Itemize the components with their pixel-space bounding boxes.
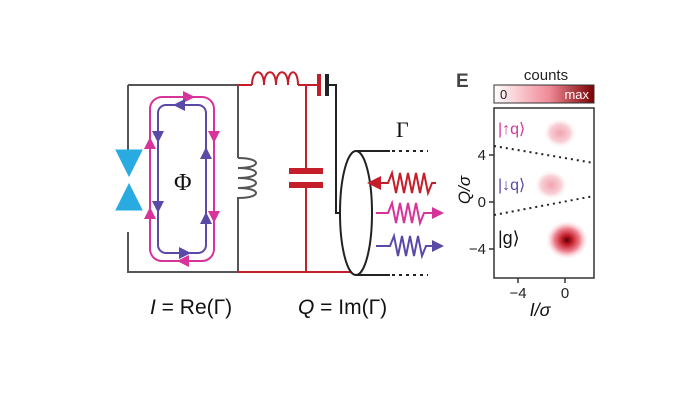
i-variable: I [150,296,156,319]
state-label-ground: |g⟩ [498,228,520,248]
x-tick-0: 0 [561,285,569,302]
state-label-down: |↓q⟩ [498,177,525,194]
q-expression: = Im(Γ) [314,296,387,319]
resonator-inductor-icon [251,71,299,86]
panel-e: E counts 0 max |↑q⟩ |↓q⟩ |g⟩ 4 0 [455,67,595,320]
x-tick-minus-4: −4 [509,285,526,302]
colorbar-max-label: max [564,87,589,102]
josephson-junction-icon [115,149,143,211]
circuit-diagram: Φ [115,71,444,319]
y-tick-0: 0 [478,194,486,211]
resonator-wire [238,84,356,273]
colorbar [493,84,595,104]
wave-packet-purple [376,232,444,260]
state-separator-lines [493,145,595,216]
y-tick-minus-4: −4 [469,241,486,258]
x-axis-label: I/σ [530,300,552,320]
flux-symbol: Φ [174,170,192,196]
coupling-capacitor-icon [317,74,329,96]
transmission-line [356,150,390,276]
state-label-up: |↑q⟩ [498,121,525,138]
colorbar-title: counts [524,67,568,84]
i-equals-re-gamma-label: I = Re(Γ) [150,296,232,319]
reflection-port-ellipse [339,150,373,276]
resonator-capacitor-icon [289,168,323,188]
blob-down-state [534,170,568,200]
blob-ground-state [545,220,589,260]
q-equals-im-gamma-label: Q = Im(Γ) [298,296,387,319]
panel-letter: E [456,71,469,92]
y-tick-4: 4 [478,147,486,164]
wave-packet-magenta [376,199,444,227]
blob-up-state [543,118,577,148]
colorbar-min-label: 0 [500,87,507,102]
wave-packet-red [367,169,436,197]
gamma-symbol: Γ [396,117,409,142]
transmission-line-dots [392,150,428,276]
q-variable: Q [298,296,314,319]
y-axis-label: Q/σ [455,175,474,204]
current-loop-magenta [144,91,220,267]
axis-ticks [489,154,566,283]
current-loop-purple [152,99,212,259]
i-expression: = Re(Γ) [156,296,232,319]
coupling-inductor-icon [237,157,257,200]
